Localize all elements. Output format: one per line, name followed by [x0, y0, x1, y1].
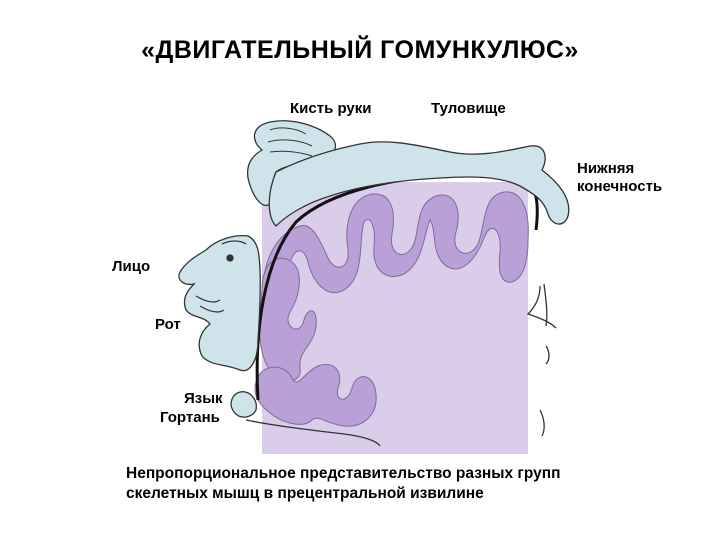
label-mouth: Рот [155, 316, 181, 334]
label-face: Лицо [112, 258, 150, 276]
caption-line-2: скелетных мышц в прецентральной извилине [126, 484, 686, 504]
label-larynx: Гортань [160, 409, 220, 427]
label-hand: Кисть руки [290, 100, 372, 118]
face-drawing [179, 236, 260, 371]
label-tongue: Язык [184, 390, 223, 408]
label-leg-line1: Нижняя [577, 160, 634, 178]
caption-line-1: Непропорциональное представительство раз… [126, 464, 686, 484]
caption: Непропорциональное представительство раз… [126, 464, 686, 504]
label-leg-line2: конечность [577, 178, 662, 196]
leg-drawing [528, 284, 556, 436]
label-trunk: Туловище [431, 100, 506, 118]
